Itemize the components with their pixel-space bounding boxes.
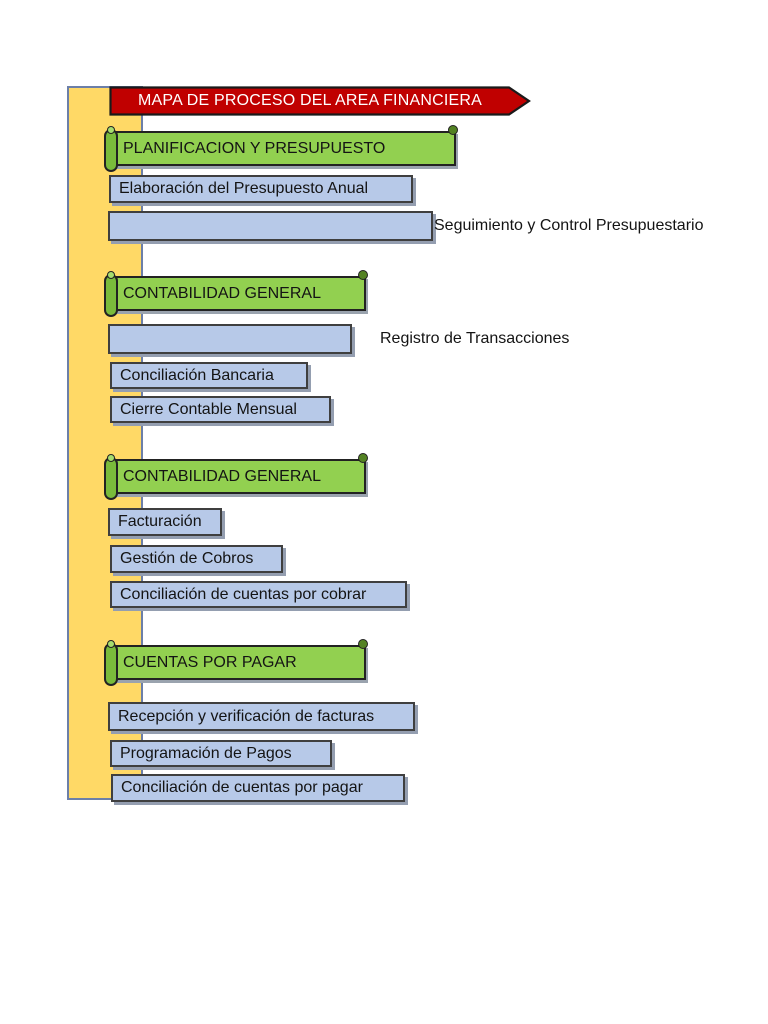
scroll-curl-icon bbox=[358, 270, 368, 280]
section-header-scroll: CONTABILIDAD GENERAL bbox=[104, 270, 368, 317]
process-box-empty bbox=[108, 324, 352, 354]
process-box-empty bbox=[108, 211, 433, 241]
scroll-knob-icon bbox=[107, 271, 115, 279]
section-header-label: CONTABILIDAD GENERAL bbox=[123, 284, 321, 302]
process-box: Facturación bbox=[108, 508, 222, 536]
scroll-body bbox=[112, 276, 366, 311]
scroll-knob-icon bbox=[107, 640, 115, 648]
section-header-scroll: CUENTAS POR PAGAR bbox=[104, 639, 368, 686]
page-title: MAPA DE PROCESO DEL AREA FINANCIERA bbox=[138, 92, 482, 109]
process-label-outside: Seguimiento y Control Presupuestario bbox=[434, 217, 704, 234]
process-box: Gestión de Cobros bbox=[110, 545, 283, 573]
process-box: Cierre Contable Mensual bbox=[110, 396, 331, 423]
section-header-label: CONTABILIDAD GENERAL bbox=[123, 467, 321, 485]
scroll-roll-icon bbox=[104, 274, 118, 317]
process-label-outside: Registro de Transacciones bbox=[380, 330, 570, 347]
process-box: Programación de Pagos bbox=[110, 740, 332, 767]
section-header-label: PLANIFICACION Y PRESUPUESTO bbox=[123, 139, 386, 157]
section-header-scroll: CONTABILIDAD GENERAL bbox=[104, 453, 368, 500]
banner-arrow-shape bbox=[109, 86, 531, 116]
process-box: Elaboración del Presupuesto Anual bbox=[109, 175, 413, 203]
title-banner: MAPA DE PROCESO DEL AREA FINANCIERA bbox=[109, 86, 533, 116]
scroll-roll-icon bbox=[104, 129, 118, 172]
scroll-body bbox=[112, 645, 366, 680]
scroll-curl-icon bbox=[358, 639, 368, 649]
scroll-knob-icon bbox=[107, 454, 115, 462]
section-header-label: CUENTAS POR PAGAR bbox=[123, 653, 297, 671]
scroll-body bbox=[112, 459, 366, 494]
scroll-roll-icon bbox=[104, 643, 118, 686]
process-box: Conciliación de cuentas por cobrar bbox=[110, 581, 407, 608]
scroll-curl-icon bbox=[358, 453, 368, 463]
section-header-scroll: PLANIFICACION Y PRESUPUESTO bbox=[104, 125, 458, 172]
process-box: Conciliación Bancaria bbox=[110, 362, 308, 389]
process-box: Conciliación de cuentas por pagar bbox=[111, 774, 405, 802]
scroll-roll-icon bbox=[104, 457, 118, 500]
process-box: Recepción y verificación de facturas bbox=[108, 702, 415, 731]
scroll-curl-icon bbox=[448, 125, 458, 135]
scroll-knob-icon bbox=[107, 126, 115, 134]
